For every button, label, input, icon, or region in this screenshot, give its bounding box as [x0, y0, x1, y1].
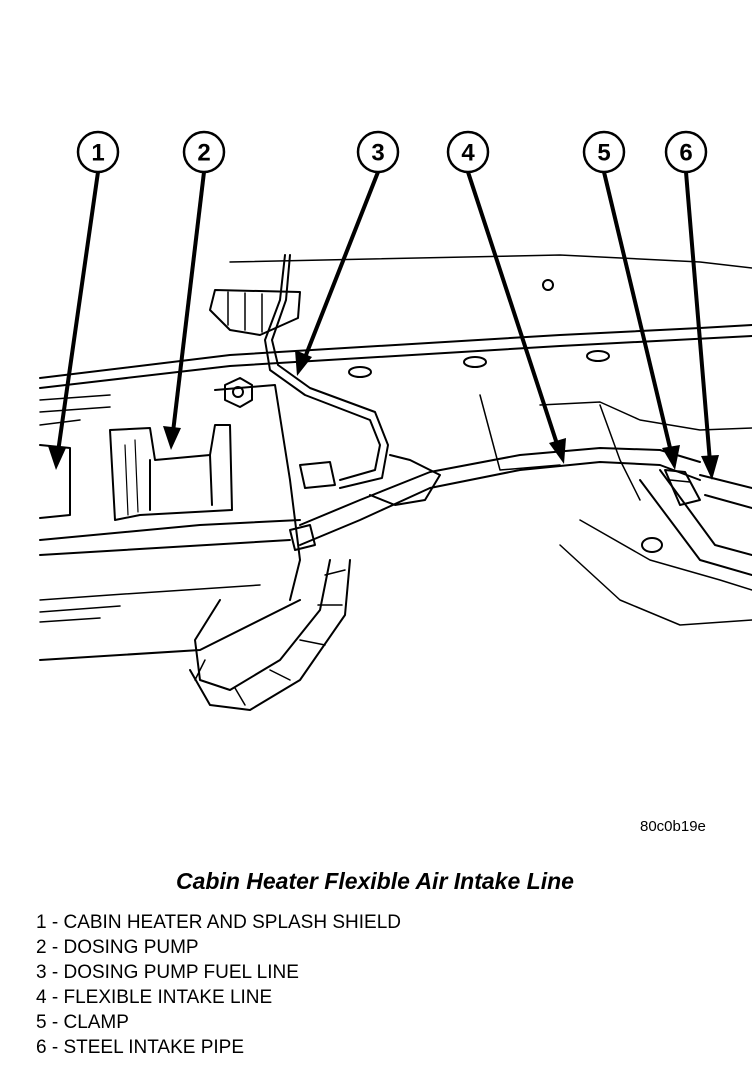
leader-line-2	[163, 171, 206, 450]
leader-line-1	[48, 171, 100, 470]
legend-item-number: 5	[36, 1012, 47, 1033]
steel-intake-pipe	[639, 469, 752, 576]
legend-item-number: 3	[36, 962, 47, 983]
legend-item-number: 2	[36, 937, 47, 958]
leader-line-5	[602, 171, 680, 470]
legend-item: 5 - CLAMP	[36, 1010, 401, 1035]
callout-number-5: 5	[597, 140, 610, 167]
callout-number-1: 1	[91, 140, 104, 167]
callout-number-6: 6	[679, 140, 692, 167]
flexible-intake-line	[189, 447, 701, 711]
cabin-heater-splash-shield	[39, 384, 301, 601]
callout-circle-4	[446, 130, 490, 174]
figure-id: 80c0b19e	[640, 818, 706, 835]
legend-item: 1 - CABIN HEATER AND SPLASH SHIELD	[36, 910, 401, 935]
callout-number-4: 4	[461, 140, 475, 167]
mounting-nut	[224, 377, 253, 408]
callout-number-2: 2	[197, 140, 210, 167]
legend-item-number: 1	[36, 912, 47, 933]
callout-circle-5	[582, 130, 626, 174]
legend-item-label: CABIN HEATER AND SPLASH SHIELD	[63, 912, 401, 933]
legend-separator: -	[46, 1012, 64, 1033]
legend-item: 3 - DOSING PUMP FUEL LINE	[36, 960, 401, 985]
callout-number-3: 3	[371, 140, 384, 167]
dosing-pump-fuel-line	[209, 254, 389, 489]
technical-illustration: 1 2 3 4 5 6	[39, 130, 752, 711]
legend-item-number: 6	[36, 1037, 47, 1058]
chassis-frame	[39, 254, 752, 661]
legend-item-label: DOSING PUMP	[63, 937, 199, 958]
legend-item: 4 - FLEXIBLE INTAKE LINE	[36, 985, 401, 1010]
legend-item-label: FLEXIBLE INTAKE LINE	[63, 987, 273, 1008]
leader-line-4	[466, 171, 566, 464]
legend-item: 6 - STEEL INTAKE PIPE	[36, 1035, 401, 1060]
legend-separator: -	[46, 962, 64, 983]
legend-separator: -	[46, 1037, 64, 1058]
legend-item-label: DOSING PUMP FUEL LINE	[63, 962, 299, 983]
legend-item: 2 - DOSING PUMP	[36, 935, 401, 960]
legend-item-number: 4	[36, 987, 47, 1008]
legend-item-label: CLAMP	[63, 1012, 129, 1033]
callout-circle-1	[76, 130, 120, 174]
clamp	[664, 469, 701, 506]
leader-line-3	[295, 171, 380, 376]
dosing-pump	[109, 424, 233, 521]
legend-separator: -	[46, 937, 64, 958]
figure-caption-title: Cabin Heater Flexible Air Intake Line	[176, 868, 574, 894]
legend-list: 1 - CABIN HEATER AND SPLASH SHIELD 2 - D…	[36, 910, 401, 1060]
bracket-clip	[289, 524, 316, 551]
callout-circle-6	[664, 130, 708, 174]
callout-circle-2	[182, 130, 226, 174]
leader-line-6	[684, 171, 719, 480]
callout-circle-3	[356, 130, 400, 174]
legend-separator: -	[46, 987, 64, 1008]
legend-item-label: STEEL INTAKE PIPE	[63, 1037, 245, 1058]
legend-separator: -	[46, 912, 64, 933]
